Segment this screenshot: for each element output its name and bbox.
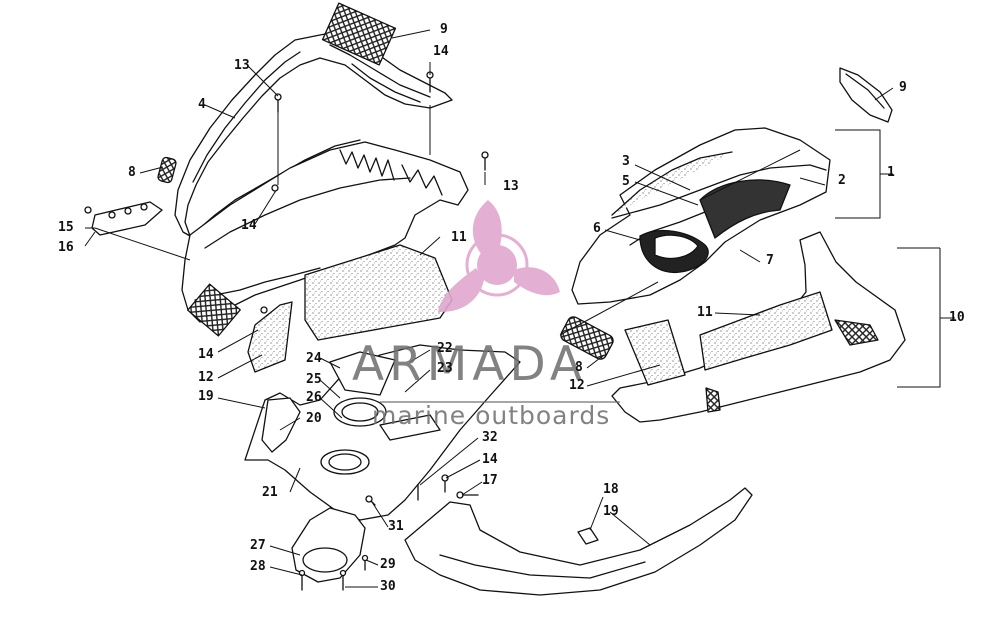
side-panel-upper-part (571, 127, 831, 305)
callout-9: 9 (899, 80, 907, 95)
callout-2: 2 (838, 173, 846, 188)
callout-19: 19 (198, 389, 214, 404)
callout-9: 9 (440, 22, 448, 37)
vent-trim-part (839, 67, 893, 123)
callout-1: 1 (887, 165, 895, 180)
callout-3: 3 (622, 154, 630, 169)
callout-18: 18 (603, 482, 619, 497)
hood-part (174, 2, 453, 237)
frame-part (181, 141, 469, 337)
fastener-parts (84, 71, 489, 591)
callout-5: 5 (622, 174, 630, 189)
callout-14: 14 (482, 452, 498, 467)
callout-12: 12 (198, 370, 214, 385)
belly-pan-part (404, 487, 753, 596)
callout-16: 16 (58, 240, 74, 255)
leader-lines (84, 29, 955, 588)
callout-22: 22 (437, 341, 453, 356)
callout-13: 13 (234, 58, 250, 73)
watermark-tagline: marine outboards (372, 401, 611, 430)
callout-29: 29 (380, 557, 396, 572)
callout-12: 12 (569, 378, 585, 393)
callout-11: 11 (697, 305, 713, 320)
watermark-brand: ARMADA (352, 337, 588, 392)
callout-15: 15 (58, 220, 74, 235)
callout-25: 25 (306, 372, 322, 387)
callout-23: 23 (437, 361, 453, 376)
callout-14: 14 (198, 347, 214, 362)
callout-21: 21 (262, 485, 278, 500)
callout-4: 4 (198, 97, 206, 112)
callout-6: 6 (593, 221, 601, 236)
callout-8: 8 (575, 360, 583, 375)
callout-20: 20 (306, 411, 322, 426)
callout-10: 10 (949, 310, 965, 325)
callout-11: 11 (451, 230, 467, 245)
callout-14: 14 (241, 218, 257, 233)
watermark-logo-icon (438, 200, 560, 313)
callout-30: 30 (380, 579, 396, 594)
callout-24: 24 (306, 351, 322, 366)
callout-14: 14 (433, 44, 449, 59)
callout-19: 19 (603, 504, 619, 519)
callout-13: 13 (503, 179, 519, 194)
callout-31: 31 (388, 519, 404, 534)
callout-7: 7 (766, 253, 774, 268)
console-part (244, 344, 521, 521)
callout-8: 8 (128, 165, 136, 180)
callout-17: 17 (482, 473, 498, 488)
callout-27: 27 (250, 538, 266, 553)
callout-32: 32 (482, 430, 498, 445)
callout-26: 26 (306, 390, 322, 405)
callout-28: 28 (250, 559, 266, 574)
lower-duct-part (291, 507, 366, 583)
